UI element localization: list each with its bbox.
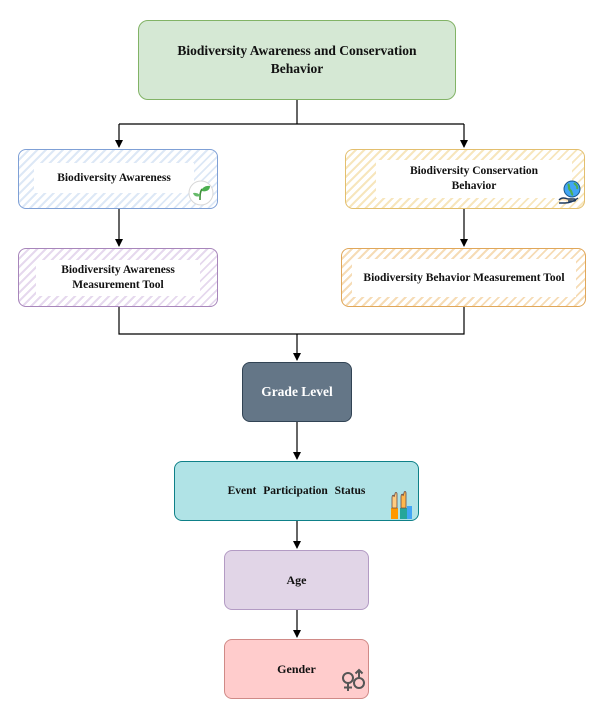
connector-merge — [118, 307, 465, 335]
node-age-label: Age — [286, 572, 307, 587]
gender-symbols-icon — [342, 668, 365, 691]
raised-hands-icon — [391, 491, 412, 519]
node-grade-label: Grade Level — [261, 384, 333, 399]
node-awareness-inner — [34, 163, 194, 193]
node-awareness-tool-label: Biodiversity Awareness Measurement Tool — [61, 264, 175, 291]
node-behavior-tool-inner — [352, 259, 576, 297]
node-conservation-label: Biodiversity Conservation Behavior — [409, 165, 539, 192]
globe-in-hand-icon — [558, 180, 581, 204]
node-event-label: Event Participation Status — [227, 485, 366, 497]
node-behavior-tool-label: Biodiversity Behavior Measurement Tool — [363, 271, 565, 284]
sprout-icon — [188, 180, 214, 206]
node-root: Biodiversity Awareness and Conservation … — [138, 20, 456, 100]
node-gender: Gender — [224, 639, 369, 699]
node-conservation-inner — [376, 160, 572, 198]
node-gender-label: Gender — [277, 661, 316, 676]
node-event: Event Participation Status — [174, 461, 419, 521]
node-grade: Grade Level — [242, 362, 352, 422]
node-awareness-tool-inner — [36, 260, 200, 296]
node-root-label: Biodiversity Awareness and Conservation … — [177, 43, 417, 76]
node-awareness-label: Biodiversity Awareness — [57, 171, 171, 184]
node-age: Age — [224, 550, 369, 610]
